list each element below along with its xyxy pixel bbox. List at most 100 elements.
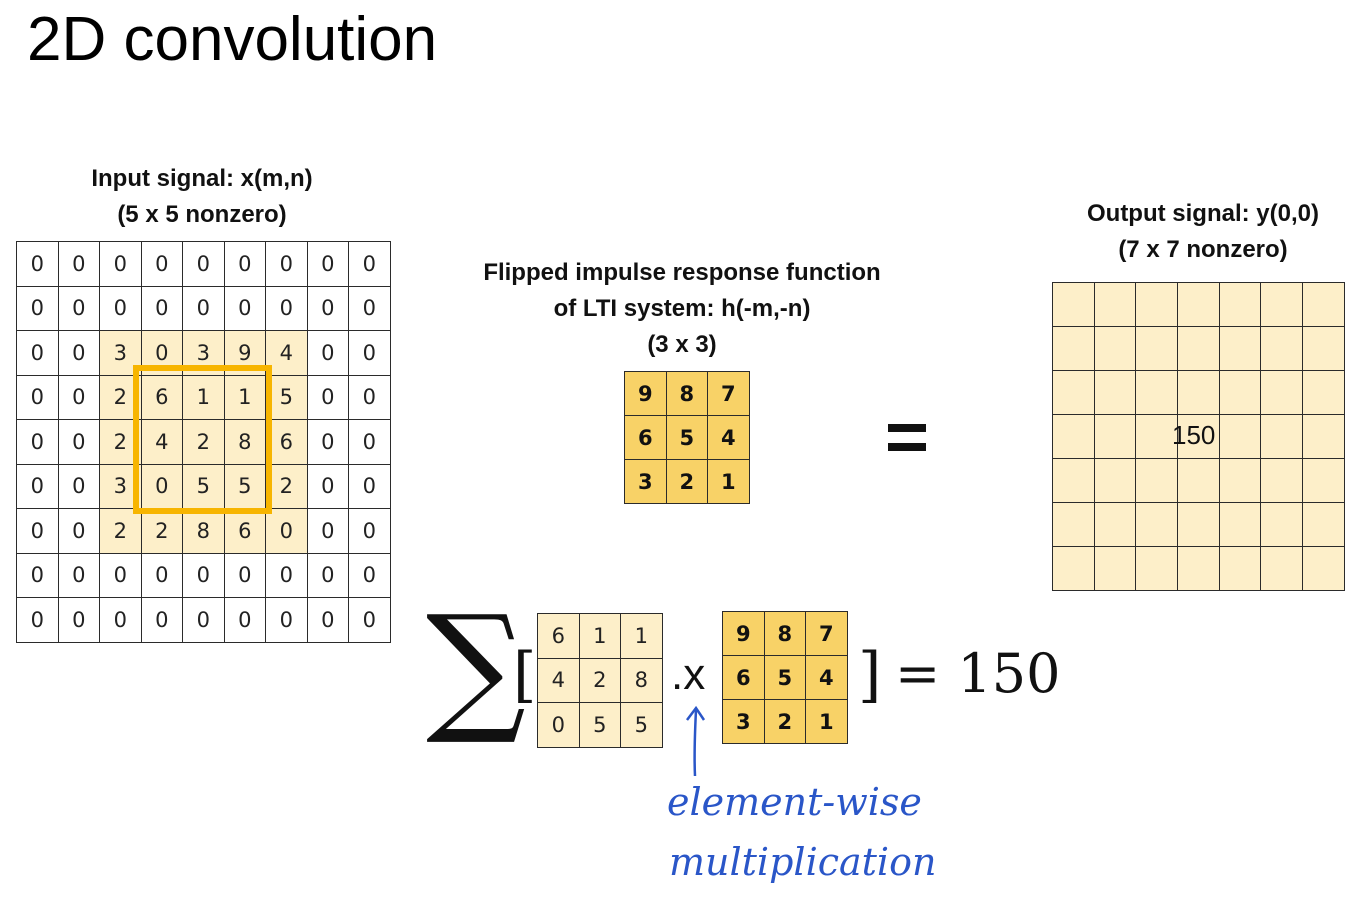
input-cell: 2 [99, 508, 142, 554]
input-cell: 0 [57, 597, 100, 643]
kernel-label-line2: of LTI system: h(-m,-n) [553, 295, 811, 322]
output-cell [1135, 326, 1179, 371]
input-cell: 0 [99, 285, 142, 331]
formula-kernel-cell: 3 [722, 699, 765, 744]
input-cell: 0 [182, 597, 225, 643]
input-cell: 0 [99, 241, 142, 287]
input-cell: 6 [223, 508, 266, 554]
window-cell: 5 [578, 702, 621, 748]
output-row [1052, 458, 1345, 503]
window-cell: 5 [620, 702, 663, 748]
window-cell: 4 [537, 657, 580, 703]
output-cell [1052, 326, 1095, 371]
output-cell [1052, 458, 1095, 503]
input-cell: 0 [57, 285, 100, 331]
output-cell [1093, 326, 1137, 371]
input-cell: 0 [140, 241, 183, 287]
kernel-cell: 9 [624, 371, 667, 416]
output-cell [1302, 458, 1345, 503]
formula-kernel-cell: 4 [805, 655, 848, 700]
input-cell: 0 [348, 374, 391, 420]
output-cell [1093, 282, 1137, 327]
output-cell [1218, 282, 1262, 327]
input-cell: 0 [140, 463, 183, 509]
kernel-cell: 7 [707, 371, 750, 416]
close-bracket: ] [858, 640, 882, 710]
input-cell: 0 [223, 285, 266, 331]
input-cell: 0 [265, 552, 308, 598]
kernel-cell: 6 [624, 415, 667, 460]
window-cell: 1 [578, 613, 621, 659]
kernel-label-line3: (3 x 3) [647, 331, 717, 358]
input-cell: 5 [265, 374, 308, 420]
input-cell: 0 [182, 241, 225, 287]
output-cell [1177, 458, 1220, 503]
window-cell: 0 [537, 702, 580, 748]
input-cell: 8 [182, 508, 225, 554]
input-cell: 4 [265, 330, 308, 376]
output-cell [1260, 546, 1304, 591]
window-cell: 6 [537, 613, 580, 659]
input-cell: 0 [57, 508, 100, 554]
input-cell: 0 [348, 463, 391, 509]
output-row [1052, 414, 1345, 459]
formula-kernel-cell: 8 [763, 611, 806, 656]
arrow-up-icon [686, 705, 706, 777]
formula-kernel-cell: 5 [763, 655, 806, 700]
output-cell [1093, 546, 1137, 591]
output-cell [1093, 414, 1137, 459]
window-cell: 8 [620, 657, 663, 703]
input-cell: 0 [140, 285, 183, 331]
output-cell [1218, 458, 1262, 503]
input-cell: 0 [348, 419, 391, 465]
input-cell: 0 [306, 330, 349, 376]
output-label-line1: Output signal: y(0,0) [1086, 200, 1319, 227]
input-cell: 0 [140, 597, 183, 643]
output-cell [1093, 458, 1137, 503]
formula-kernel-cell: 1 [805, 699, 848, 744]
input-cell: 0 [99, 552, 142, 598]
output-row [1052, 502, 1345, 547]
kernel-label: Flipped impulse response function of LTI… [462, 255, 902, 363]
output-cell [1302, 282, 1345, 327]
kernel-cell: 1 [707, 459, 750, 504]
input-cell: 6 [265, 419, 308, 465]
input-cell: 4 [140, 419, 183, 465]
input-cell: 2 [140, 508, 183, 554]
open-bracket: [ [513, 640, 537, 710]
input-cell: 0 [16, 285, 59, 331]
output-cell [1260, 414, 1304, 459]
input-cell: 0 [57, 463, 100, 509]
input-cell: 0 [348, 508, 391, 554]
output-cell [1218, 502, 1262, 547]
output-row [1052, 370, 1345, 415]
output-cell [1302, 326, 1345, 371]
kernel-cell: 3 [624, 459, 667, 504]
input-cell: 0 [348, 285, 391, 331]
output-cell [1302, 546, 1345, 591]
output-cell [1052, 370, 1095, 415]
kernel-cell: 8 [665, 371, 708, 416]
input-cell: 0 [16, 419, 59, 465]
input-cell: 0 [182, 285, 225, 331]
output-label-line2: (7 x 7 nonzero) [1118, 236, 1288, 263]
formula-kernel-cell: 7 [805, 611, 848, 656]
output-cell [1260, 370, 1304, 415]
elementwise-operator: .x [671, 650, 706, 699]
input-cell: 0 [348, 597, 391, 643]
input-cell: 0 [306, 285, 349, 331]
input-cell: 0 [265, 597, 308, 643]
input-cell: 1 [182, 374, 225, 420]
output-cell [1135, 282, 1179, 327]
output-value: 150 [1172, 420, 1216, 450]
input-cell: 0 [16, 552, 59, 598]
output-cell [1218, 326, 1262, 371]
input-label-line1: Input signal: x(m,n) [91, 165, 313, 192]
